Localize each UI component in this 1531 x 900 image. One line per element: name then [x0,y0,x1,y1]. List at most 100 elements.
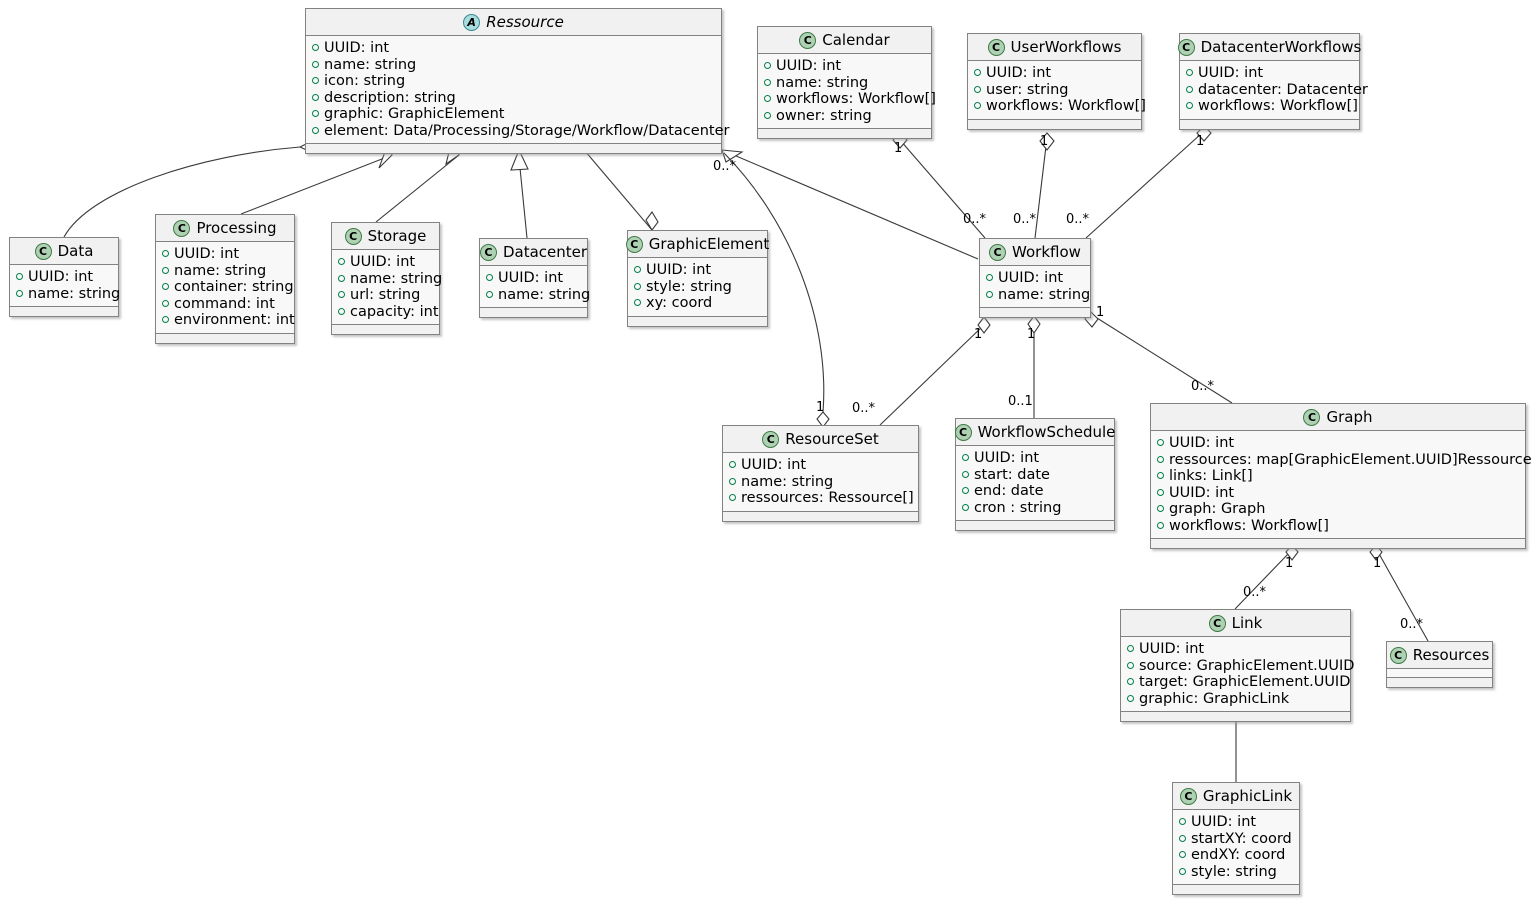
public-visibility-icon [1186,69,1193,76]
attribute-row: style: string [1179,864,1293,881]
class-methods-resources [1387,678,1492,687]
attribute-label: UUID: int [174,246,240,262]
public-visibility-icon [764,62,771,69]
class-attributes-graph: UUID: int ressources: map[GraphicElement.… [1151,431,1531,539]
attribute-label: name: string [498,286,591,303]
public-visibility-icon [1127,645,1134,652]
attribute-label: ressources: map[GraphicElement.UUID]Ress… [1169,451,1531,468]
class-methods-graphicelement [628,316,767,326]
attribute-label: name: string [324,56,417,73]
multiplicity-label-m-wf-graph-1: 1 [1096,305,1105,320]
multiplicity-label-m-res-0n: 0..* [1400,617,1424,632]
attribute-label: UUID: int [974,450,1040,466]
multiplicity-label-m-sched-01: 0..1 [1008,394,1033,409]
attribute-row: start: date [962,467,1108,484]
public-visibility-icon [162,250,169,257]
public-visibility-icon [312,77,319,84]
class-stereotype-icon: C [1303,408,1321,426]
attribute-row: url: string [338,287,433,304]
attribute-label: UUID: int [998,270,1064,286]
attribute-row: UUID: int [338,254,433,271]
attribute-label: graphic: GraphicLink [1139,690,1290,707]
attribute-label: target: GraphicElement.UUID [1139,674,1351,690]
attribute-label: UUID: int [28,269,94,285]
attribute-row: datacenter: Datacenter [1186,82,1368,99]
attribute-row: UUID: int [1157,485,1519,502]
class-stereotype-icon: C [954,423,972,441]
public-visibility-icon [634,282,641,290]
attribute-label: workflows: Workflow[] [986,98,1146,114]
attribute-row: ressources: map[GraphicElement.UUID]Ress… [1157,452,1531,469]
public-visibility-icon [312,93,319,101]
public-visibility-icon [634,299,641,306]
multiplicity-label-m-graph-0n: 0..* [1191,379,1215,394]
class-name-graphicelement: GraphicElement [648,235,770,253]
attribute-row: UUID: int [1186,65,1353,82]
class-stereotype-icon: C [344,227,362,245]
class-name-workflowschedule: WorkflowSchedule [977,423,1116,441]
attribute-label: user: string [986,81,1069,98]
public-visibility-icon [764,78,771,86]
attribute-label: name: string [998,286,1091,303]
public-visibility-icon [764,95,771,102]
class-stereotype-icon: C [799,31,817,49]
class-stereotype-icon: C [1208,614,1226,632]
public-visibility-icon [1157,472,1164,479]
attribute-label: icon: string [324,73,406,89]
attribute-row: UUID: int [764,58,925,75]
attribute-row: graphic: GraphicElement [312,106,715,123]
attribute-row: UUID: int [729,457,912,474]
class-stereotype-icon: C [989,243,1007,261]
class-methods-data [10,307,118,316]
attribute-row: icon: string [312,73,715,90]
multiplicity-label-m-rset-1: 1 [816,400,825,415]
attribute-row: UUID: int [162,246,288,263]
attribute-row: name: string [16,286,120,303]
public-visibility-icon [634,266,641,273]
public-visibility-icon [962,454,969,461]
attribute-row: UUID: int [1127,641,1344,658]
edge-graph-link [1234,551,1291,610]
attribute-label: name: string [350,270,443,287]
public-visibility-icon [1179,851,1186,858]
attribute-label: datacenter: Datacenter [1198,81,1368,98]
public-visibility-icon [16,273,23,280]
multiplicity-label-m-wf-dcwf: 0..* [1066,212,1090,227]
attribute-label: cron : string [974,499,1062,516]
attribute-row: xy: coord [634,295,761,312]
public-visibility-icon [974,102,981,109]
aggregation-diamond-graphicelement [645,211,659,231]
public-visibility-icon [1127,661,1134,669]
attribute-row: description: string [312,90,715,107]
class-methods-graph [1151,539,1525,548]
class-methods-link [1121,712,1350,721]
